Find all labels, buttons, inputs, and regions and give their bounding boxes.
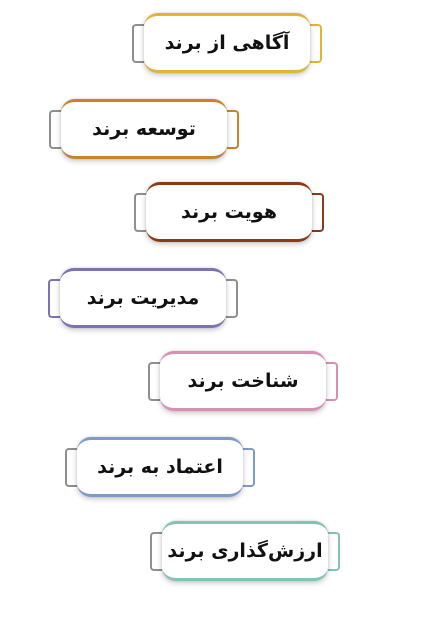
node-label: توسعه برند — [92, 118, 196, 140]
bracket-right — [227, 110, 239, 149]
bracket-left — [148, 362, 160, 401]
bracket-left — [132, 24, 144, 63]
node-card: شناخت برند — [160, 351, 326, 411]
bracket-right — [326, 362, 338, 401]
node-label: آگاهی از برند — [164, 32, 290, 54]
node-brand-development: توسعه برند — [49, 99, 239, 159]
node-label: مدیریت برند — [86, 287, 200, 309]
node-brand-identity: هویت برند — [134, 182, 324, 242]
node-label: هویت برند — [181, 201, 278, 223]
bracket-right — [310, 24, 322, 63]
node-brand-valuation: ارزش‌گذاری برند — [150, 521, 340, 581]
node-label: ارزش‌گذاری برند — [167, 540, 323, 562]
bracket-left — [48, 279, 60, 318]
node-card: اعتماد به برند — [77, 437, 243, 497]
node-label: شناخت برند — [187, 370, 299, 392]
node-label: اعتماد به برند — [97, 456, 223, 478]
bracket-right — [312, 193, 324, 232]
bracket-right — [226, 279, 238, 318]
node-brand-management: مدیریت برند — [48, 268, 238, 328]
node-brand-recognition: شناخت برند — [148, 351, 338, 411]
bracket-left — [49, 110, 61, 149]
bracket-right — [328, 532, 340, 571]
node-card: آگاهی از برند — [144, 13, 310, 73]
node-card: هویت برند — [146, 182, 312, 242]
node-card: ارزش‌گذاری برند — [162, 521, 328, 581]
bracket-left — [134, 193, 146, 232]
node-card: توسعه برند — [61, 99, 227, 159]
bracket-left — [65, 448, 77, 487]
node-card: مدیریت برند — [60, 268, 226, 328]
bracket-left — [150, 532, 162, 571]
node-brand-trust: اعتماد به برند — [65, 437, 255, 497]
bracket-right — [243, 448, 255, 487]
node-brand-awareness: آگاهی از برند — [132, 13, 322, 73]
